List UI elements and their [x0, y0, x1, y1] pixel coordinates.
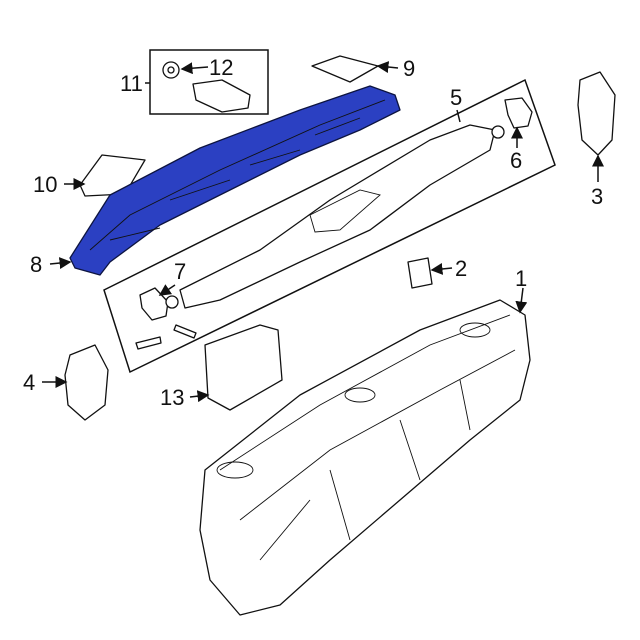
callout-7: 7 — [174, 259, 186, 284]
callout-13: 13 — [160, 385, 184, 410]
callout-5: 5 — [450, 85, 462, 110]
part-12-clip — [162, 61, 180, 79]
callout-10: 10 — [33, 172, 57, 197]
callout-3: 3 — [591, 184, 603, 209]
callout-6: 6 — [510, 148, 522, 173]
part-9-cover — [311, 55, 379, 83]
callout-8: 8 — [30, 252, 42, 277]
callout-1: 1 — [515, 266, 527, 291]
part-7-plug — [165, 295, 179, 309]
callout-9: 9 — [403, 56, 415, 81]
screw-icon — [135, 336, 162, 350]
part-13-bracket — [204, 324, 283, 411]
part-2-vent — [407, 257, 433, 289]
screw-icon — [173, 324, 197, 339]
callout-4: 4 — [23, 370, 35, 395]
part-1-dash-frame — [199, 299, 531, 616]
leader-lines — [42, 61, 604, 403]
part-3-end-cap — [577, 71, 616, 156]
callout-12: 12 — [209, 55, 233, 80]
callout-2: 2 — [455, 256, 467, 281]
part-5-trim-panel — [179, 124, 496, 309]
part-8-top-cover — [69, 85, 401, 276]
group-box-11 — [149, 49, 269, 115]
part-4-end-cap — [64, 344, 109, 421]
part-6-plug — [491, 125, 505, 139]
part-7-bracket — [139, 287, 169, 321]
part-11-bracket — [192, 79, 251, 113]
group-box-5 — [103, 78, 556, 374]
part-6-bracket — [504, 97, 533, 129]
callout-11: 11 — [120, 71, 143, 96]
